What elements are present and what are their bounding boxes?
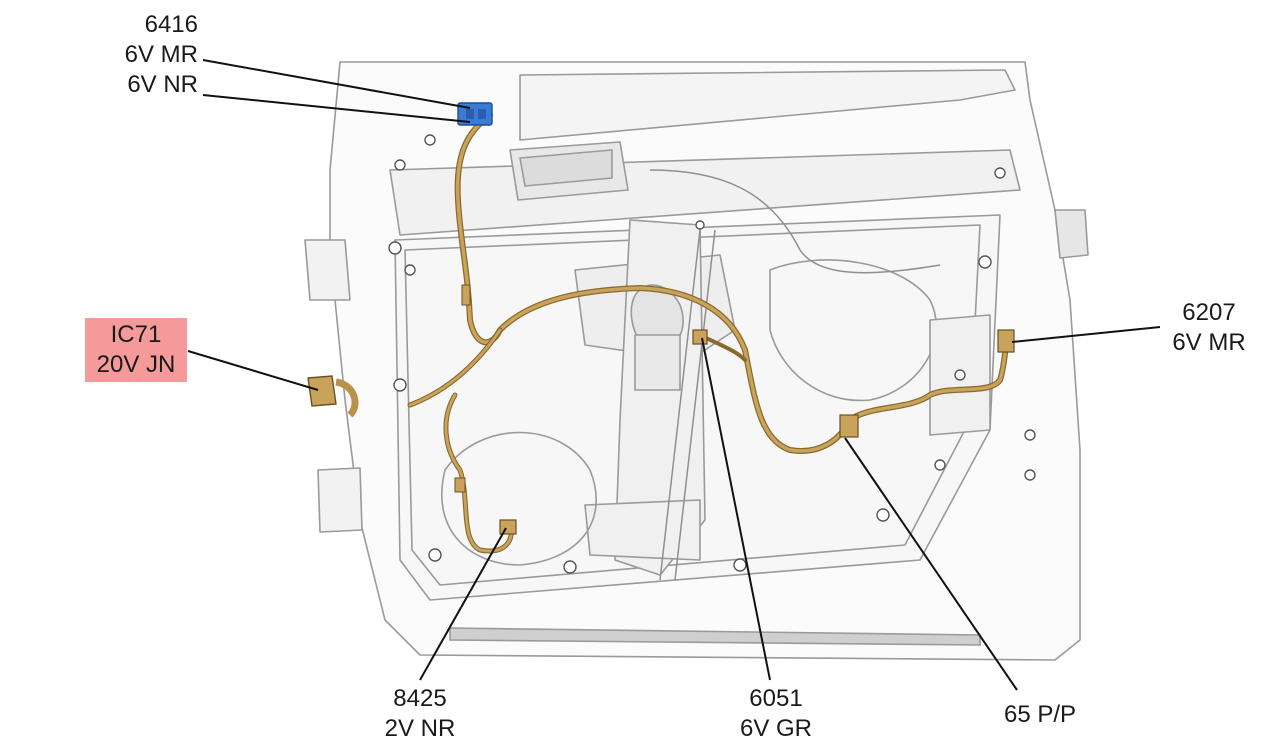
callout-6207-line1: 6207 bbox=[1182, 299, 1236, 326]
leader-6416-b bbox=[202, 94, 471, 123]
window-regulator bbox=[649, 169, 941, 581]
callout-6416: 6416 6V MR 6V NR bbox=[108, 10, 198, 100]
callout-65-line1: 65 P/P bbox=[1003, 701, 1077, 728]
leader-lines bbox=[187, 59, 1161, 691]
connector-ic71 bbox=[307, 375, 337, 407]
callout-8425-line2: 2V NR bbox=[384, 715, 456, 742]
callout-6051: 6051 6V GR bbox=[728, 684, 824, 744]
leader-65 bbox=[844, 437, 1018, 691]
callout-6051-line1: 6051 bbox=[749, 685, 803, 712]
panel-bolts bbox=[388, 134, 1036, 574]
leader-6051 bbox=[701, 337, 771, 681]
callout-ic71-line1: IC71 bbox=[110, 321, 162, 348]
leader-6416-a bbox=[202, 59, 471, 109]
callout-65: 65 P/P bbox=[985, 700, 1095, 730]
connector-65 bbox=[839, 414, 859, 438]
wiring-harness bbox=[407, 112, 1011, 554]
connector-6416 bbox=[457, 102, 493, 126]
callout-6416-line1: 6416 bbox=[144, 11, 198, 38]
door-panel bbox=[304, 61, 1089, 661]
callout-6051-line2: 6V GR bbox=[739, 715, 813, 742]
leader-8425 bbox=[419, 527, 507, 681]
leader-6207 bbox=[1011, 326, 1161, 343]
connector-6051 bbox=[692, 329, 708, 345]
callout-6416-line3: 6V NR bbox=[127, 71, 198, 98]
connector-6207 bbox=[997, 329, 1015, 353]
callout-6207-line2: 6V MR bbox=[1172, 329, 1246, 356]
connector-8425 bbox=[499, 519, 517, 535]
leader-ic71 bbox=[187, 350, 319, 391]
callout-ic71-line2: 20V JN bbox=[96, 351, 176, 378]
callout-6416-line2: 6V MR bbox=[124, 41, 198, 68]
callout-8425-line1: 8425 bbox=[393, 685, 447, 712]
callout-ic71: IC71 20V JN bbox=[85, 318, 187, 382]
callout-6207: 6207 6V MR bbox=[1162, 298, 1256, 358]
callout-8425: 8425 2V NR bbox=[372, 684, 468, 744]
connectors bbox=[307, 102, 1015, 535]
